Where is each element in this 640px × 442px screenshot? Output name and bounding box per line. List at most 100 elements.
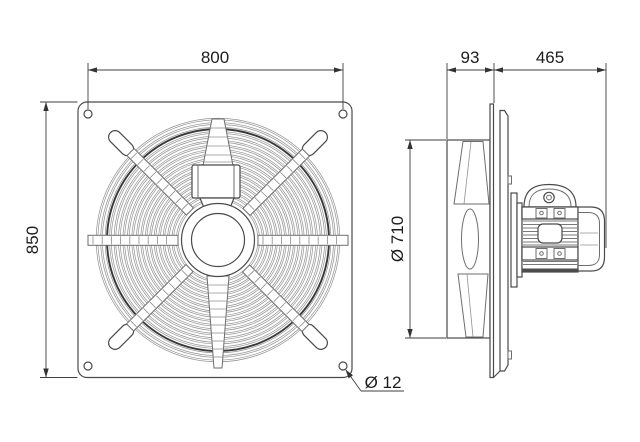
- spoke-southeast: [241, 264, 328, 350]
- lip-tab: [507, 350, 512, 360]
- plate-lip: [499, 109, 509, 372]
- spoke-rungs: [130, 152, 189, 210]
- motor-bracket-top: [521, 206, 579, 220]
- dimensions: 800 850 93 465: [23, 48, 607, 392]
- rung: [168, 282, 176, 289]
- bracket-bolt: [535, 208, 548, 219]
- bracket-bolt: [553, 208, 566, 219]
- rung: [162, 184, 169, 191]
- arrowhead: [597, 67, 606, 73]
- arrowhead: [407, 329, 413, 338]
- rung: [181, 203, 189, 210]
- spoke-northeast: [242, 130, 328, 217]
- spoke-east: [257, 234, 349, 246]
- rung: [299, 152, 306, 160]
- dimension-depths: 93 465: [446, 48, 607, 248]
- rung: [260, 191, 268, 198]
- rung: [267, 184, 274, 191]
- rung: [267, 289, 274, 296]
- spoke-northwest: [108, 130, 195, 216]
- impeller-hub-profile: [461, 208, 479, 270]
- spoke-rails: [241, 264, 310, 333]
- rung: [292, 314, 299, 322]
- motor-flange: [510, 192, 518, 288]
- rung: [143, 308, 150, 315]
- arrowhead: [494, 67, 503, 73]
- side-view: [446, 103, 606, 379]
- lip-tab: [507, 175, 512, 185]
- spoke-south: [206, 275, 230, 369]
- dimension-plate-height: 850: [23, 101, 78, 378]
- motor-base-band: [522, 268, 578, 272]
- rung: [248, 203, 255, 211]
- rung: [280, 171, 287, 179]
- rung: [137, 158, 144, 166]
- arrowhead: [43, 368, 49, 378]
- spoke-rungs: [247, 270, 306, 328]
- terminal-box: [191, 164, 241, 199]
- dimension-label-710: Ø 710: [388, 216, 407, 262]
- wall-plate-edge: [489, 103, 495, 379]
- dimension-label-800: 800: [201, 48, 229, 67]
- rung: [247, 270, 255, 277]
- dimension-label-12: Ø 12: [365, 373, 402, 392]
- bolt-head: [557, 210, 562, 216]
- terminal-dome-inner: [528, 188, 572, 208]
- hub: [190, 212, 246, 268]
- arrowhead: [485, 67, 494, 73]
- spoke-rungs: [130, 269, 188, 328]
- fan-blade-bottom: [457, 273, 489, 338]
- rung: [298, 321, 306, 328]
- fan-cowl-inner: [578, 212, 600, 266]
- dimension-mounting-hole: Ø 12: [345, 369, 404, 392]
- spoke-southwest: [108, 263, 194, 350]
- blade-edge: [463, 141, 472, 205]
- rung: [254, 197, 261, 204]
- plate-lip-bend: [493, 370, 501, 378]
- motor-cooling-fins: [523, 220, 577, 265]
- arrowhead: [345, 369, 353, 379]
- rung: [130, 320, 137, 328]
- bolt-head: [539, 251, 544, 256]
- spoke-rungs: [248, 152, 306, 211]
- spoke-rungs: [262, 236, 338, 245]
- cable-gland-center: [546, 194, 552, 201]
- rung: [254, 276, 261, 283]
- arrowhead: [447, 67, 456, 73]
- arrowhead: [88, 67, 97, 73]
- spoke-rails: [257, 234, 349, 246]
- rung: [149, 171, 157, 178]
- rung: [143, 165, 150, 172]
- spoke-rails: [126, 147, 195, 216]
- spoke-west: [87, 234, 179, 246]
- rung: [136, 314, 144, 321]
- dimension-impeller-diameter: Ø 710: [388, 139, 446, 339]
- arrowhead: [43, 102, 49, 111]
- rung: [149, 301, 156, 309]
- rung: [181, 269, 188, 277]
- spoke-rungs: [92, 236, 168, 245]
- rung: [169, 190, 176, 198]
- motor-nameplate: [537, 223, 563, 244]
- front-view: [77, 101, 353, 379]
- spoke-rails: [125, 263, 194, 332]
- blade-edge: [466, 273, 474, 338]
- dimension-label-93: 93: [461, 48, 480, 67]
- rung: [260, 282, 267, 290]
- rung: [175, 197, 182, 204]
- mounting-hole: [338, 361, 348, 371]
- mounting-hole: [83, 361, 93, 371]
- rung: [156, 178, 163, 185]
- rung: [156, 295, 163, 302]
- rung: [286, 165, 293, 172]
- bracket-bolt: [535, 248, 548, 259]
- motor-bracket-bottom: [521, 246, 579, 261]
- rung: [162, 289, 169, 296]
- cable-gland: [543, 191, 555, 204]
- bolt-head: [539, 210, 544, 216]
- mounting-hole: [83, 109, 93, 119]
- rung: [292, 159, 300, 166]
- mounting-hole: [338, 109, 348, 119]
- rung: [273, 295, 280, 302]
